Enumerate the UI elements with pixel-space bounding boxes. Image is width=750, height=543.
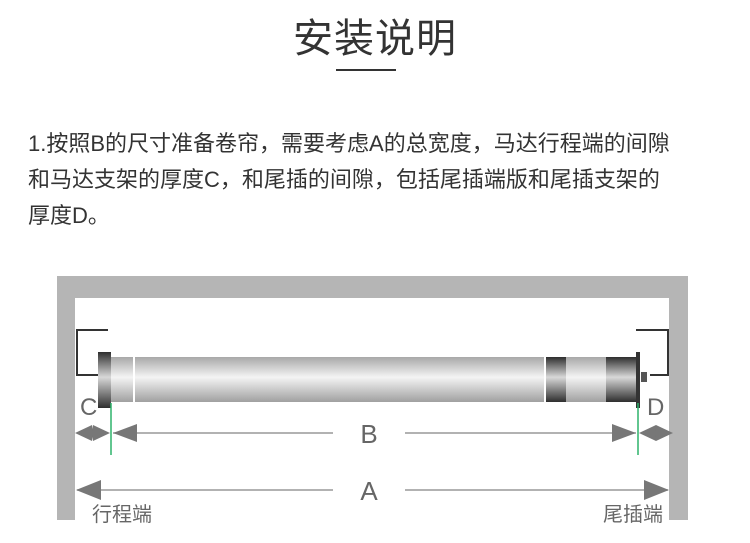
label-left-end: 行程端 bbox=[92, 503, 152, 526]
tail-plug-flange bbox=[636, 352, 640, 408]
roller-tube bbox=[135, 357, 544, 402]
d-arrow bbox=[639, 425, 657, 441]
label-b: B bbox=[360, 419, 377, 449]
instruction-text: 1.按照B的尺寸准备卷帘，需要考虑A的总宽度，马达行程端的间隙 和马达支架的厚度… bbox=[28, 126, 728, 234]
left-bracket bbox=[76, 329, 108, 376]
d-arrow bbox=[655, 425, 673, 441]
a-arrow-right bbox=[644, 480, 669, 500]
tail-plug bbox=[606, 357, 640, 402]
page-title: 安装说明 bbox=[293, 17, 457, 61]
motor-end-cap bbox=[98, 352, 111, 408]
label-c: C bbox=[80, 394, 97, 421]
tail-pin bbox=[641, 372, 647, 382]
c-arrow bbox=[92, 425, 110, 441]
b-arrow-left bbox=[113, 424, 137, 442]
instruction-line: 和马达支架的厚度C，和尾插的间隙，包括尾插端版和尾插支架的 bbox=[28, 167, 660, 192]
label-right-end: 尾插端 bbox=[603, 503, 663, 526]
instruction-line: 厚度D。 bbox=[28, 203, 110, 228]
tube-right-section bbox=[566, 357, 606, 402]
c-arrow bbox=[75, 425, 93, 441]
tube-ring bbox=[546, 357, 566, 402]
b-arrow-right bbox=[612, 424, 636, 442]
right-bracket bbox=[636, 329, 669, 376]
label-a: A bbox=[360, 476, 378, 506]
instruction-line: 1.按照B的尺寸准备卷帘，需要考虑A的总宽度，马达行程端的间隙 bbox=[28, 131, 670, 156]
label-d: D bbox=[647, 394, 664, 421]
a-arrow-left bbox=[76, 480, 101, 500]
tube-left-section bbox=[111, 357, 133, 402]
title-underline bbox=[336, 69, 396, 71]
